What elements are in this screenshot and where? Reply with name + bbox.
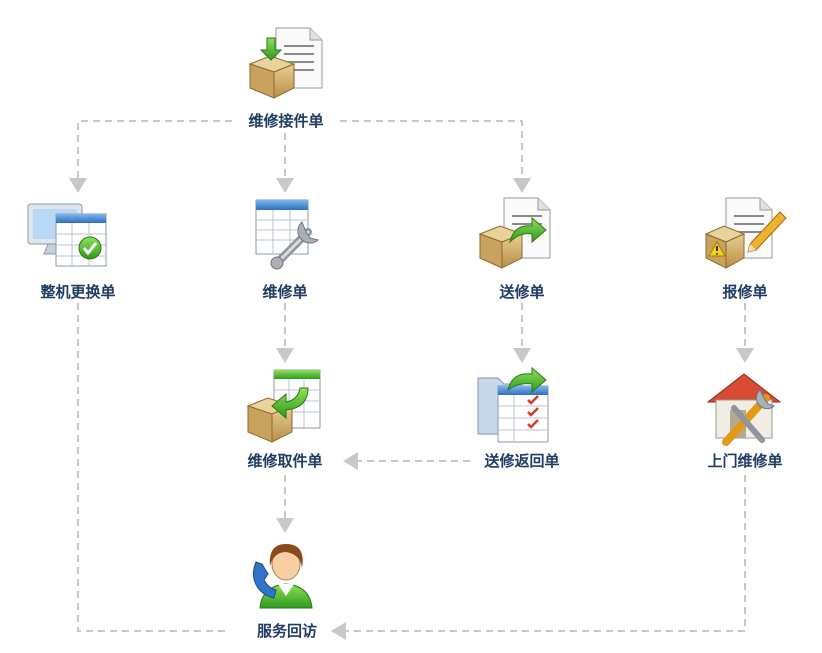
house-tools-icon bbox=[706, 373, 782, 446]
node-label-service-followup: 服务回访 bbox=[252, 621, 322, 641]
connector-lines bbox=[77, 120, 746, 632]
spreadsheet-wrench-icon bbox=[255, 199, 320, 270]
node-label-report-repair: 报修单 bbox=[718, 282, 772, 302]
package-spreadsheet-arrow-icon bbox=[246, 369, 321, 443]
connector-arrowheads bbox=[69, 178, 754, 640]
node-label-onsite-repair: 上门维修单 bbox=[703, 451, 787, 471]
node-label-send-repair: 送修单 bbox=[495, 282, 549, 302]
node-label-repair-pickup: 维修取件单 bbox=[243, 451, 327, 471]
node-label-machine-replacement: 整机更换单 bbox=[36, 282, 120, 302]
node-label-repair-receipt: 维修接件单 bbox=[244, 111, 328, 131]
customer-service-phone-icon bbox=[252, 544, 313, 609]
node-label-repair-order: 维修单 bbox=[258, 282, 312, 302]
folder-checklist-arrow-icon bbox=[477, 366, 549, 443]
monitor-spreadsheet-check-icon bbox=[27, 203, 107, 267]
package-document-icon bbox=[248, 27, 323, 99]
node-label-send-repair-return: 送修返回单 bbox=[480, 451, 564, 471]
document-warning-pencil-icon bbox=[704, 197, 787, 269]
package-document-arrow-icon bbox=[478, 197, 551, 269]
